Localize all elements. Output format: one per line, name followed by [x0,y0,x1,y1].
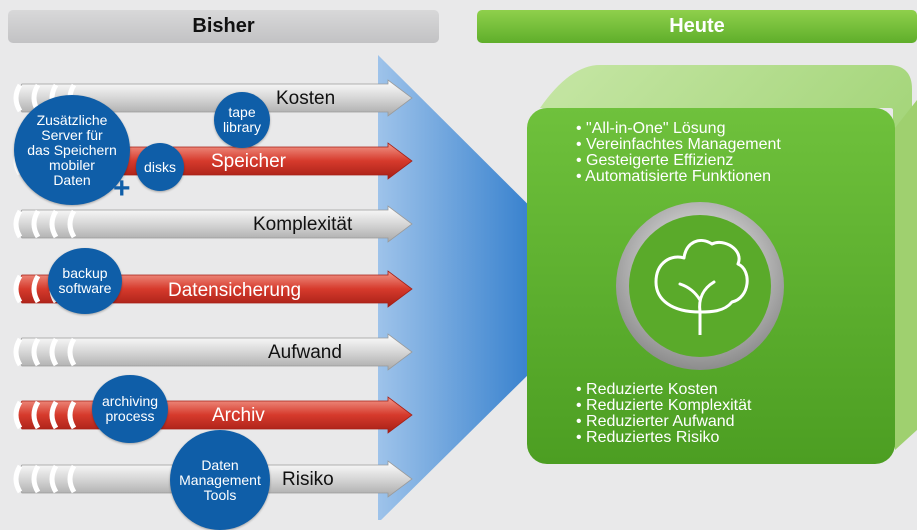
bubble-daten-management-tools: Daten Management Tools [170,430,270,530]
bar-tail-segment [67,337,77,367]
benefit-item: Gesteigerte Effizienz [576,153,781,169]
bubble-disks: disks [136,143,184,191]
bubble-backup-software: backup software [48,248,122,314]
green-box-back [540,65,912,450]
benefit-item: Automatisierte Funktionen [576,169,781,185]
bar-tail-segment [13,400,23,430]
bar-tail-segment [67,464,77,494]
header-bisher: Bisher [8,10,439,43]
transition-arrow [378,55,614,520]
header-heute: Heute [477,10,917,43]
bar-tail-segment [13,464,23,494]
green-box-side [895,100,917,450]
bar-tail-segment [31,209,41,239]
bar-label-datensicherung: Datensicherung [168,280,302,301]
bar-tail-segment [13,83,23,113]
bar-label-archiv: Archiv [212,405,265,426]
bar-tail-segment [49,400,59,430]
bar-tail-segment [13,337,23,367]
bar-tail-segment [49,337,59,367]
bar-tail-segment [67,400,77,430]
benefit-item: Vereinfachtes Management [576,137,781,153]
bar-2 [16,205,413,243]
bar-tail-segment [49,209,59,239]
bar-tail-segment [31,400,41,430]
bar-tail-segment [31,274,41,304]
benefit-item: Reduzierte Kosten [576,382,751,398]
tree-logo-icon [616,202,784,370]
bar-tail-segment [31,464,41,494]
benefit-item: "All-in-One" Lösung [576,121,781,137]
bar-label-risiko: Risiko [282,469,334,490]
bar-tail-segment [49,464,59,494]
bubble-tape-library: tape library [214,92,270,148]
benefits-top-list: "All-in-One" Lösung Vereinfachtes Manage… [576,121,781,185]
bubble-zusaetzliche-server: Zusätzliche Server für das Speichern mob… [14,95,130,205]
bar-tail-segment [13,209,23,239]
bar-tail-segment [31,337,41,367]
bar-4 [16,333,413,371]
bar-label-komplexitaet: Komplexität [253,214,353,235]
bubble-archiving-process: archiving process [92,375,168,443]
bar-label-aufwand: Aufwand [268,342,342,363]
benefit-item: Reduzierte Komplexität [576,398,751,414]
benefit-item: Reduzierter Aufwand [576,414,751,430]
plus-icon: + [113,172,131,205]
benefit-item: Reduziertes Risiko [576,430,751,446]
bar-label-kosten: Kosten [276,88,336,109]
bar-label-speicher: Speicher [211,151,286,172]
benefits-bottom-list: Reduzierte Kosten Reduzierte Komplexität… [576,382,751,446]
bar-tail-segment [67,209,77,239]
bar-tail-segment [13,274,23,304]
